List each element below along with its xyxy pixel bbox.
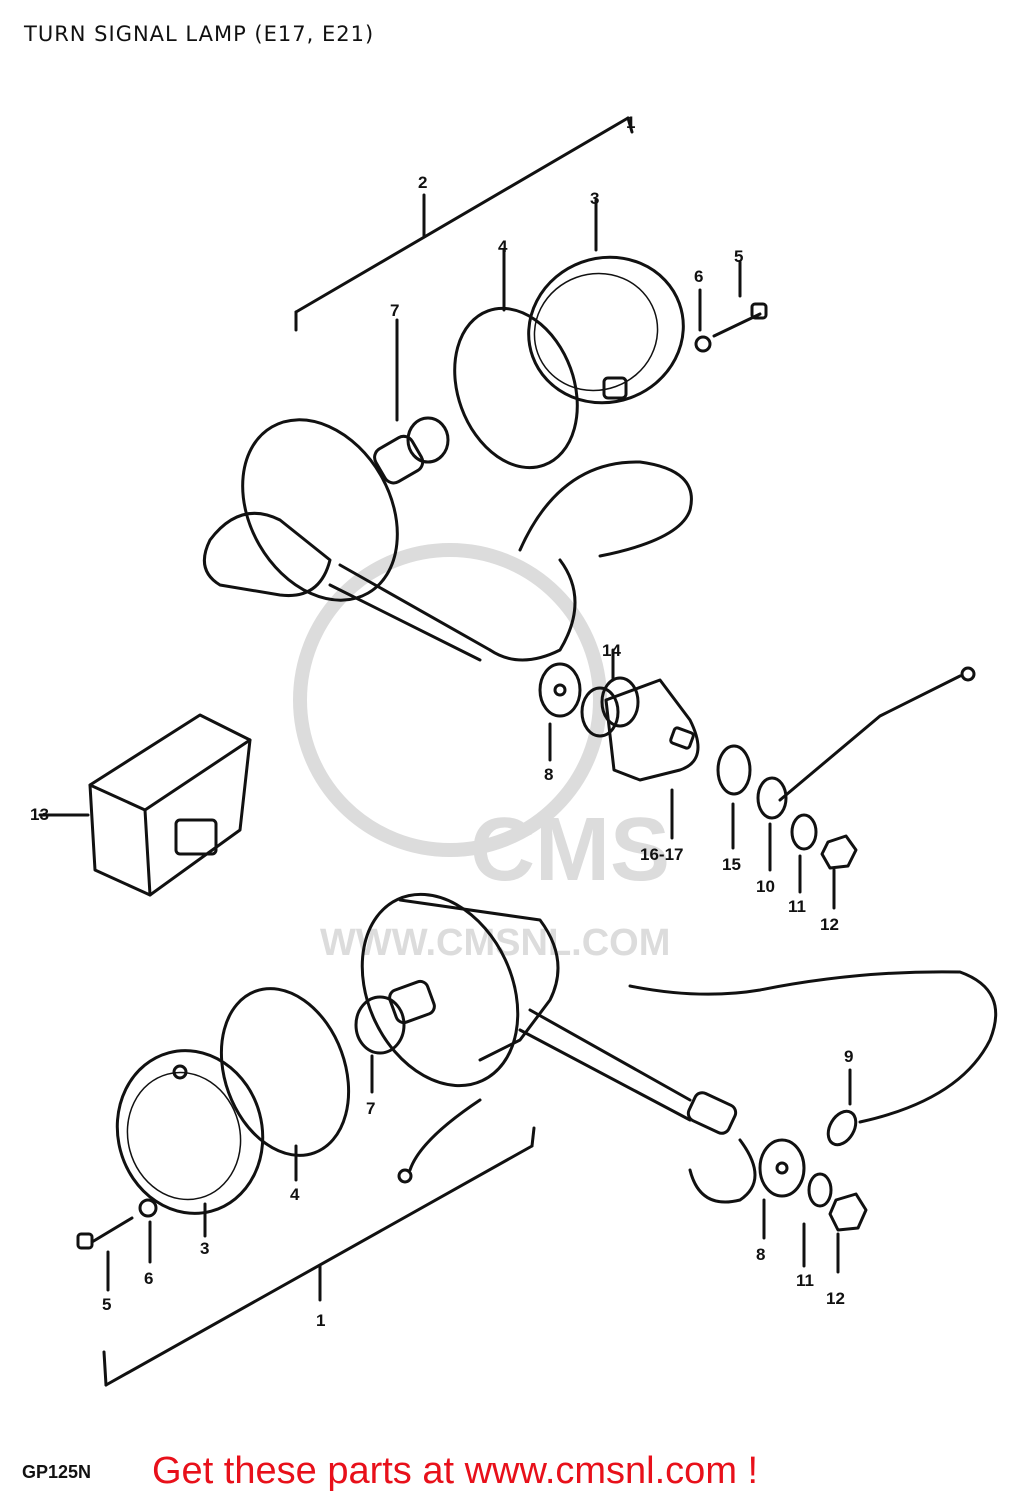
callout-12-mid: 12: [820, 915, 839, 934]
mid-nut: [820, 834, 858, 910]
callout-5-bot: 5: [102, 1295, 111, 1314]
bottom-bulb: [354, 979, 436, 1094]
callout-15: 15: [722, 855, 741, 874]
model-code: GP125N: [22, 1462, 92, 1482]
top-lens-screw: [712, 260, 768, 338]
flasher-relay: [38, 713, 252, 897]
callout-7-bot: 7: [366, 1099, 375, 1118]
callout-16-17: 16-17: [640, 845, 683, 864]
bottom-lens: [115, 1049, 265, 1238]
callout-14: 14: [602, 641, 621, 660]
exploded-parts-diagram: CMS WWW.CMSNL.COM: [30, 113, 998, 1387]
callout-1-bot: 1: [316, 1311, 325, 1330]
callout-7-top: 7: [390, 301, 399, 320]
callout-9: 9: [844, 1047, 853, 1066]
top-bulb: [373, 318, 450, 485]
top-screw-washer: [694, 288, 712, 353]
promo-link[interactable]: Get these parts at www.cmsnl.com !: [152, 1450, 759, 1492]
callout-6-top: 6: [694, 267, 703, 286]
callout-3-bot: 3: [200, 1239, 209, 1258]
callout-6-bot: 6: [144, 1269, 153, 1288]
bottom-lock-washer: [802, 1172, 833, 1268]
callout-5-top: 5: [734, 247, 743, 266]
top-lamp-housing: [202, 418, 693, 662]
callout-8-bot: 8: [756, 1245, 765, 1264]
bottom-wire-lead: [397, 970, 998, 1184]
top-lens: [527, 198, 685, 405]
top-assembly-bracket: [294, 116, 634, 332]
top-lens-gasket: [453, 248, 579, 470]
bottom-lens-gasket: [219, 987, 351, 1182]
bottom-lamp-housing: [360, 892, 757, 1204]
mid-lock-washer: [790, 813, 818, 894]
watermark-logo-ring: [293, 543, 607, 857]
mid-plain-washer: [756, 776, 788, 872]
bracket-grommet: [716, 744, 752, 850]
callout-1-top: 1: [626, 113, 635, 132]
bottom-lens-screw: [76, 1216, 134, 1292]
callout-2: 2: [418, 173, 427, 192]
callout-8-mid: 8: [544, 765, 553, 784]
callout-labels: 1 2 3 4 5 6 7 14 8 13 16-17 15 10 11 12 …: [30, 113, 853, 1330]
mid-wire-lead: [778, 666, 976, 802]
bottom-screw-washer: [138, 1198, 158, 1264]
callout-3-top: 3: [590, 189, 599, 208]
mounting-bracket: [604, 678, 700, 840]
page-title: TURN SIGNAL LAMP (E17, E21): [24, 22, 375, 46]
mid-washer: [538, 662, 582, 762]
callout-12-bot: 12: [826, 1289, 845, 1308]
callout-11-bot: 11: [796, 1271, 814, 1290]
watermark: CMS WWW.CMSNL.COM: [293, 543, 670, 964]
bottom-washer: [758, 1138, 806, 1240]
callout-11-mid: 11: [788, 897, 806, 916]
bottom-assembly-bracket: [102, 1126, 536, 1387]
callout-4-bot: 4: [290, 1185, 300, 1204]
callout-13: 13: [30, 805, 49, 824]
bottom-nut: [828, 1192, 868, 1274]
watermark-logo-text: CMS: [470, 800, 670, 900]
collar-spacer: [580, 648, 640, 738]
callout-4-top: 4: [498, 237, 508, 256]
callout-10: 10: [756, 877, 775, 896]
wire-terminal: [826, 1068, 858, 1147]
